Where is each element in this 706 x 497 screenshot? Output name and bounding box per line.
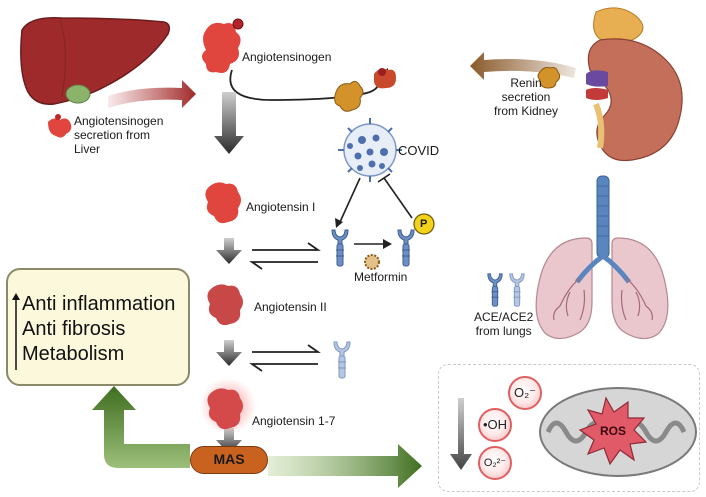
ace-receptor-lung-icon: [487, 273, 503, 307]
angiotensin-2-icon: [207, 284, 243, 326]
metformin-arrow: [354, 239, 392, 249]
liver-secretion-label: Angiotensinogen secretion from Liver: [74, 114, 164, 156]
pathway-arrows: [214, 92, 244, 454]
ace2-receptor-icon: [331, 229, 349, 267]
mas-to-effects-arrow: [92, 386, 190, 468]
angiotensinogen-small-icon: [48, 114, 72, 138]
ace2-receptor-lung-icon: [509, 273, 525, 307]
mas-to-mitochondria-arrow: [268, 444, 422, 488]
metformin-icon: [364, 254, 380, 270]
renin-icon-loop: [334, 80, 364, 112]
ros-burst-icon: [578, 396, 648, 466]
angiotensin-2-label: Angiotensin II: [254, 300, 327, 314]
angiotensin-1-icon: [205, 182, 241, 224]
metformin-inhibition-line: [377, 173, 413, 219]
ros-label: ROS: [600, 424, 627, 438]
radical-o2-2minus: O₂²⁻: [478, 446, 512, 480]
liver-icon: [20, 17, 171, 105]
angiotensin-1-7-icon: [207, 388, 243, 430]
cleavage-loop-arrow: [229, 69, 380, 101]
angiotensinogen-icon: [202, 18, 244, 73]
phospho-badge: [413, 213, 435, 235]
covid-label: COVID: [398, 143, 440, 158]
ace2-receptor-phospho-icon: [397, 229, 415, 267]
ace-receptor-light-icon: [333, 341, 351, 379]
ros-decrease-arrow: [450, 398, 472, 470]
increase-arrow-icon: [12, 293, 20, 370]
angiotensinogen-cleaved-icon: [374, 68, 396, 89]
lungs-icon: [535, 175, 669, 340]
equilibrium-arrows-1: [249, 242, 321, 270]
effect-anti-fibrosis: Anti fibrosis: [22, 318, 126, 340]
phospho-label: P: [420, 218, 428, 230]
angiotensinogen-label: Angiotensinogen: [242, 50, 332, 64]
metformin-label: Metformin: [354, 270, 408, 284]
angiotensin-1-7-label: Angiotensin 1-7: [252, 414, 336, 428]
renin-secretion-label: Renin secretion from Kidney: [494, 76, 559, 118]
equilibrium-arrows-2: [249, 344, 321, 372]
covid-to-ace2-arrow: [335, 177, 361, 228]
effects-box: Anti inflammation Anti fibrosis Metaboli…: [6, 268, 190, 386]
effect-metabolism: Metabolism: [22, 343, 125, 365]
radical-o2-minus: O₂⁻: [508, 376, 542, 410]
renin-icon-kidney: [537, 67, 561, 89]
liver-secretion-arrow: [108, 80, 196, 108]
angiotensin-1-label: Angiotensin I: [246, 200, 316, 214]
mitochondria-panel: [438, 364, 700, 492]
ace-from-lungs-label: ACE/ACE2 from lungs: [474, 310, 534, 338]
kidney-icon: [586, 7, 683, 162]
mas-receptor-box: MAS: [190, 446, 268, 474]
covid-virus-icon: [338, 118, 402, 182]
effect-anti-inflammation: Anti inflammation: [22, 293, 176, 315]
radical-oh: •OH: [478, 408, 512, 442]
